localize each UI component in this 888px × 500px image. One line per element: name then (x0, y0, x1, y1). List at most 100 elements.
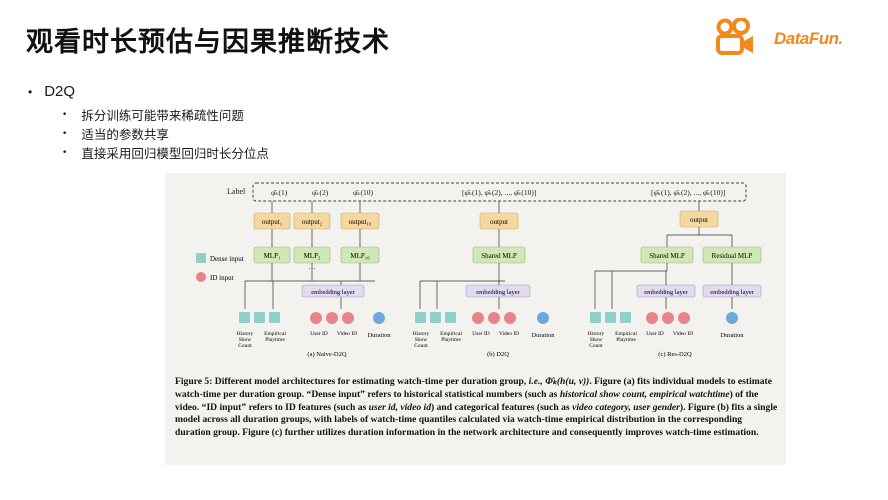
arrows-b (419, 201, 505, 309)
label-c: [φ̂ₖ(1), φ̂ₖ(2), ..., φ̂ₖ(10)] (651, 188, 725, 197)
embedding-box-a (301, 284, 365, 298)
count-text-b: Count (414, 343, 428, 349)
id-input-b-2 (488, 312, 500, 324)
sub-bullet-text: 适当的参数共享 (81, 127, 169, 142)
label-row-title: Label (227, 187, 246, 196)
bullet-dot-icon: • (62, 129, 68, 139)
label-dashed-box (252, 182, 747, 202)
user-id-text-a: User ID (310, 331, 328, 337)
duration-text-a: Duration (367, 332, 391, 339)
sub-bullet-text: 拆分训练可能带来稀疏性问题 (81, 108, 244, 123)
playtime-text-a: Playtime (265, 337, 285, 343)
label-a-10: φ̂ₖ(10) (353, 188, 374, 197)
empirical-text-c: Empirical (615, 331, 637, 337)
history-text-c: History (588, 331, 605, 337)
label-b: [φ̂ₖ(1), φ̂ₖ(2), ..., φ̂ₖ(10)] (462, 188, 536, 197)
legend-dense-swatch (196, 253, 206, 263)
kuaishou-logo-icon (716, 18, 753, 55)
shared-mlp-c-text: Shared MLP (649, 252, 685, 260)
sub-bullet-item: • 适当的参数共享 (62, 125, 269, 144)
caption-italic-4: video category, user gender (572, 401, 680, 413)
dense-input-c-3 (620, 312, 631, 323)
arrows-c (594, 201, 733, 309)
duration-text-b: Duration (531, 332, 555, 339)
embedding-c-2-text: embedding layer (710, 289, 754, 296)
output-c-text: output (690, 216, 708, 224)
bullet-d2q: • D2Q (28, 83, 75, 100)
duration-input-c (726, 312, 738, 324)
id-input-b-3 (504, 312, 516, 324)
dense-input-a-1 (239, 312, 250, 323)
mlp-a-2-text: MLP₂ (304, 252, 321, 260)
datafun-logo-text: DataFun. (774, 29, 843, 48)
show-text-c: Show (590, 337, 603, 343)
playtime-text-c: Playtime (616, 337, 636, 343)
empirical-text-a: Empirical (264, 331, 286, 337)
duration-input-a (373, 312, 385, 324)
video-id-text-b: Video ID (499, 331, 519, 337)
mlp-a-1-text: MLP₁ (264, 252, 281, 260)
dense-input-a-3 (269, 312, 280, 323)
output-a-2-text: output₂ (302, 218, 323, 226)
count-text-c: Count (589, 343, 603, 349)
legend-dense-text: Dense input (210, 255, 244, 263)
dense-input-b-3 (445, 312, 456, 323)
history-text-a: History (237, 331, 254, 337)
playtime-text-b: Playtime (441, 337, 461, 343)
architecture-diagram: Label φ̂ₖ(1) φ̂ₖ(2) φ̂ₖ(10) [φ̂ₖ(1), φ̂ₖ… (196, 182, 762, 358)
caption-math: Φ̂ₖ(h(u, v)) (542, 376, 590, 387)
id-input-a-1 (310, 312, 322, 324)
caption-italic-3: user id, video id (368, 401, 432, 413)
user-id-text-c: User ID (646, 331, 664, 337)
sub-bullet-list: • 拆分训练可能带来稀疏性问题 • 适当的参数共享 • 直接采用回归模型回归时长分位点 (62, 106, 269, 163)
id-input-c-3 (678, 312, 690, 324)
legend-id-swatch (196, 272, 206, 282)
caption-part-5: ). Figure (b) fits a single model across… (175, 401, 778, 439)
duration-text-c: Duration (720, 332, 744, 339)
output-b-text: output (490, 218, 508, 226)
id-input-c-1 (646, 312, 658, 324)
arrows-a (244, 201, 375, 309)
empirical-text-b: Empirical (440, 331, 462, 337)
history-text-b: History (413, 331, 430, 337)
bullet-dot-icon: • (62, 148, 68, 158)
show-text-a: Show (239, 337, 252, 343)
embedding-c-1-text: embedding layer (644, 289, 688, 296)
count-text-a: Count (238, 343, 252, 349)
output-a-1-text: output₁ (262, 218, 282, 226)
embedding-box-b (465, 284, 531, 298)
caption-italic-2: historical show count, empirical watchti… (559, 388, 730, 400)
video-id-text-a: Video ID (337, 331, 357, 337)
dense-input-c-1 (590, 312, 601, 323)
caption-part-2: . Figure (a) fits individual models to e… (175, 376, 772, 400)
caption-part-3: ) of the video. “ID input” refers to ID … (175, 388, 759, 413)
architecture-figure: Label φ̂ₖ(1) φ̂ₖ(2) φ̂ₖ(10) [φ̂ₖ(1), φ̂ₖ… (165, 173, 786, 465)
dense-input-c-2 (605, 312, 616, 323)
bullet-dot-icon: • (28, 84, 33, 99)
user-id-text-b: User ID (472, 331, 490, 337)
id-input-a-2 (326, 312, 338, 324)
subfigure-b-caption: (b) D2Q (487, 351, 509, 358)
embedding-a-text: embedding layer (311, 289, 355, 296)
bullet-dot-icon: • (62, 110, 68, 120)
shared-mlp-b-text: Shared MLP (481, 252, 517, 260)
legend-id-text: ID input (210, 274, 234, 282)
sub-bullet-text: 直接采用回归模型回归时长分位点 (81, 146, 269, 161)
residual-mlp-c-text: Residual MLP (712, 252, 753, 260)
sub-bullet-item: • 直接采用回归模型回归时长分位点 (62, 144, 269, 163)
video-id-text-c: Video ID (673, 331, 693, 337)
caption-ie: i.e., (528, 376, 543, 387)
label-a-1: φ̂ₖ(1) (271, 188, 288, 197)
id-input-c-2 (662, 312, 674, 324)
bullet-text: D2Q (44, 83, 76, 100)
caption-part-1: Figure 5: Different model architectures … (175, 376, 529, 387)
sub-bullet-item: • 拆分训练可能带来稀疏性问题 (62, 106, 269, 125)
duration-input-b (537, 312, 549, 324)
subfigure-c-caption: (c) Res-D2Q (658, 351, 692, 358)
caption-part-4: ) and categorical features (such as (431, 401, 573, 413)
dense-input-b-1 (415, 312, 426, 323)
slide-title: 观看时长预估与因果推断技术 (26, 27, 390, 58)
label-a-2: φ̂ₖ(2) (312, 188, 329, 197)
figure-caption: Figure 5: Different model architectures … (175, 376, 780, 440)
subfigure-a-caption: (a) Naive-D2Q (307, 351, 346, 358)
